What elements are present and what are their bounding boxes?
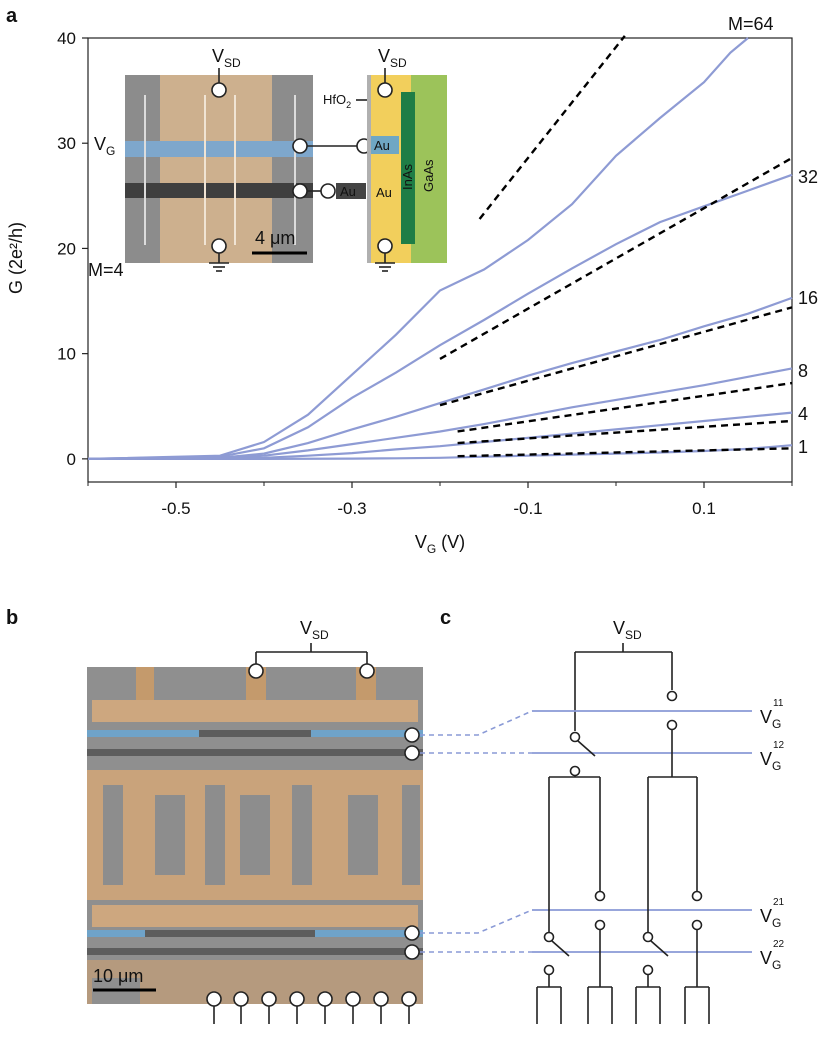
y-ticks: 0 10 20 30 40 [57,29,88,469]
x-tick-label: -0.5 [161,499,190,518]
series-label-8: 8 [798,361,808,381]
series-label-32: 32 [798,167,818,187]
hfo2-layer [367,75,371,263]
inas-label: InAs [400,163,415,190]
fit-line-2 [457,381,793,433]
series-label-64: M=64 [728,14,774,34]
sem-gate-dark [125,183,313,198]
inset-au-label-2: Au [340,184,356,199]
x-ticks: -0.5 -0.3 -0.1 0.1 [87,482,793,518]
fit-line-4 [439,156,793,360]
curve-m-8 [87,367,793,460]
y-axis-label: G (2e²/h) [6,222,26,294]
curves [87,37,793,460]
sem-contact-area [160,75,272,263]
circuit-schematic: VSD [532,618,785,1024]
circuit-vsd-label: VSD [613,618,642,642]
inset-au-label-1: Au [374,138,390,153]
inset-terminal [211,82,227,98]
gate-label-12: VG12 [760,740,785,773]
inset-scale-label: 4 μm [255,228,295,248]
conductance-chart: 0 10 20 30 40 -0.5 -0.3 -0.1 0.1 1 4 8 16 32 M=64 G … [6,14,818,556]
gate-label-21: VG21 [760,897,785,930]
inset-vsd-label-right: VSD [378,46,407,70]
panel-label-c: c [440,607,451,629]
bottom-terminal [345,991,361,1007]
bottom-terminal [401,991,417,1007]
y-tick-label: 10 [57,345,76,364]
fit-line-3 [439,306,793,407]
panel-label-b: b [6,607,18,629]
fit-line-0 [457,447,793,458]
sem-array-image: 10 μm VSD [87,618,423,1024]
bottom-terminal [233,991,249,1007]
y-tick-label: 40 [57,29,76,48]
inset-vsd-label-left: VSD [212,46,241,70]
gate-label-22: VG22 [760,939,785,972]
fit-line-1 [457,419,793,445]
panel-label-a: a [6,5,18,27]
series-label-4: 4 [798,404,808,424]
series-label-16: 16 [798,288,818,308]
fit-line-5 [478,35,626,220]
gaas-layer [411,75,447,263]
y-tick-label: 30 [57,134,76,153]
y-tick-label: 20 [57,239,76,258]
curve-m-32 [87,173,793,460]
bottom-terminal [373,991,389,1007]
array-scale-label: 10 μm [93,966,143,986]
x-tick-label: 0.1 [692,499,716,518]
inset-vg-label: VG [94,134,115,158]
curve-m-64 [87,37,749,460]
bottom-terminal [261,991,277,1007]
sem-gate-blue [125,141,313,157]
series-label-1: 1 [798,437,808,457]
bottom-terminal [206,991,222,1007]
inas-layer [401,92,415,244]
y-tick-label: 0 [67,450,76,469]
inset-m-label: M=4 [88,260,124,280]
bottom-terminal [317,991,333,1007]
bottom-terminal [289,991,305,1007]
array-vsd-label: VSD [300,618,329,642]
fit-lines [439,35,793,458]
curve-m-16 [87,296,793,460]
x-tick-label: -0.3 [337,499,366,518]
hfo2-label: HfO2 [323,92,351,110]
gaas-label: GaAs [421,159,436,192]
series-labels: 1 4 8 16 32 M=64 [728,14,818,457]
connector-lines [420,710,533,953]
gate-label-11: VG11 [760,698,784,731]
inset-au-label-3: Au [376,185,392,200]
device-inset: 4 μm VSD VG Au M=4 Au Au InAs GaAs HfO2 [88,46,447,280]
x-tick-label: -0.1 [513,499,542,518]
x-axis-label: VG (V) [415,532,465,556]
